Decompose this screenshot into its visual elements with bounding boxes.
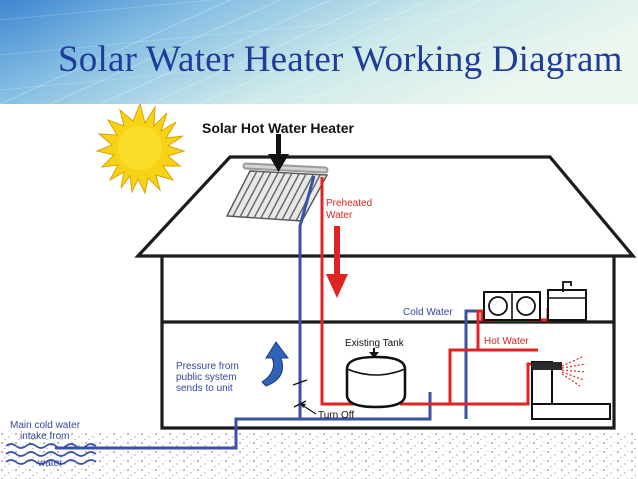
tank-arrow-icon xyxy=(369,348,379,358)
label-existing-tank: Existing Tank xyxy=(345,338,405,349)
label-hot-water: Hot Water xyxy=(484,336,529,347)
shower-icon xyxy=(531,355,611,420)
water-tank-icon xyxy=(345,355,407,409)
page-title: Solar Water Heater Working Diagram xyxy=(58,39,623,80)
label-pressure-3: sends to unit xyxy=(176,383,233,394)
banner-background xyxy=(0,0,638,104)
label-pressure-1: Pressure from xyxy=(176,361,239,372)
solar-panel-icon xyxy=(225,162,329,222)
label-preheated-2: Water xyxy=(326,210,353,221)
sink-icon xyxy=(547,281,587,321)
curved-arrow-icon xyxy=(261,341,289,387)
label-turn-off: Turn Off xyxy=(318,410,354,421)
ground xyxy=(0,432,638,479)
label-solar-heater: Solar Hot Water Heater xyxy=(202,120,355,136)
solar-heater-diagram: Solar Hot Water Heater Preheated Water C… xyxy=(0,104,638,479)
valve-icon xyxy=(292,379,308,408)
hot-water-pipes xyxy=(320,177,550,406)
sun-icon xyxy=(95,104,186,195)
label-pressure-2: public system xyxy=(176,372,237,383)
label-main-2: intake from xyxy=(20,431,69,442)
label-main-3: water xyxy=(37,458,63,469)
house-outline xyxy=(134,155,637,430)
washing-machine-icon xyxy=(483,291,541,321)
label-preheated-1: Preheated xyxy=(326,198,372,209)
labels: Solar Hot Water Heater Preheated Water C… xyxy=(10,120,529,469)
turn-off-arrow-icon xyxy=(300,403,317,415)
arrow-down-icon xyxy=(268,134,289,172)
preheated-arrow-icon xyxy=(326,226,348,298)
label-cold-water: Cold Water xyxy=(403,307,453,318)
label-main-1: Main cold water xyxy=(10,420,81,431)
title-banner: Solar Water Heater Working Diagram xyxy=(0,0,638,104)
